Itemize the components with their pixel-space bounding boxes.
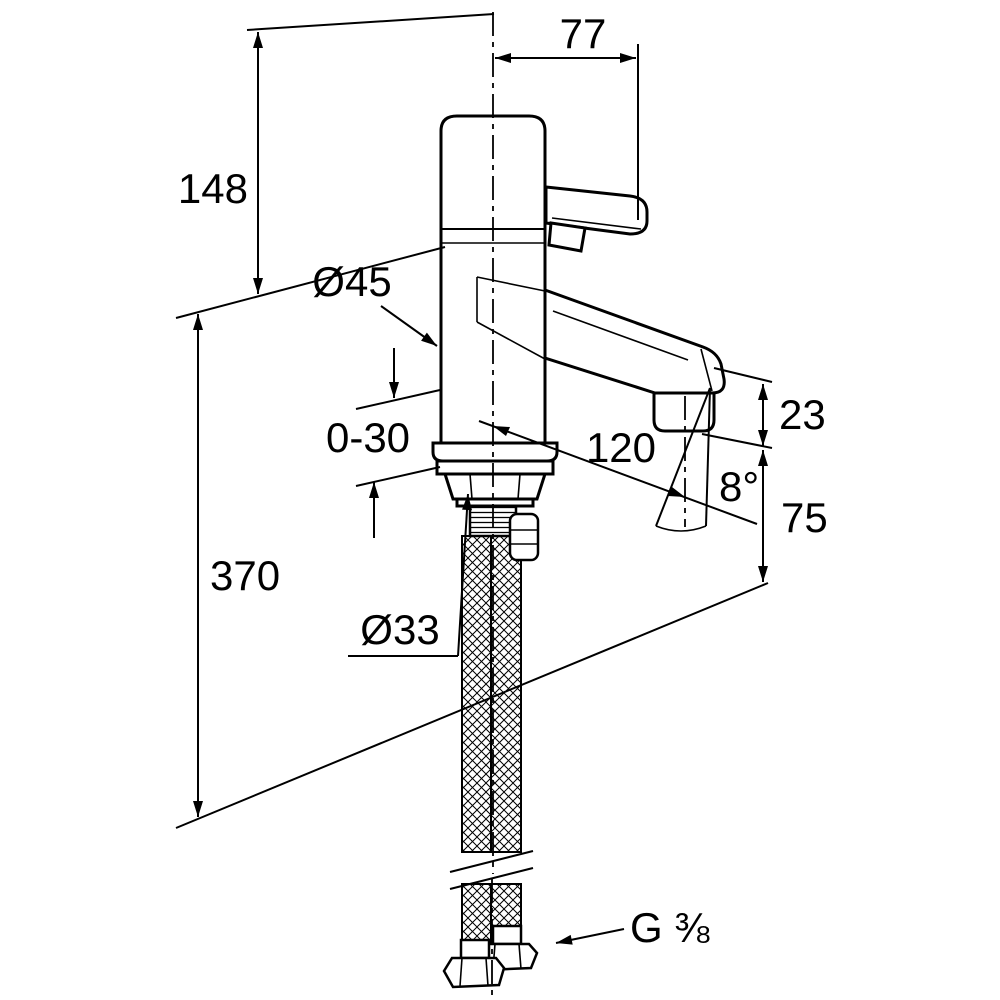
dim-148: 148 — [178, 32, 263, 294]
dim-148-label: 148 — [178, 165, 248, 212]
dim-g38-label: G ⅜ — [630, 904, 710, 951]
dim-45-label: Ø45 — [312, 258, 391, 305]
dim-8deg-label: 8° — [719, 463, 759, 510]
bottom-reference-line — [175, 582, 769, 829]
dim-370-label: 370 — [210, 552, 280, 599]
left-ferrule — [459, 938, 491, 960]
centerlines — [491, 12, 686, 996]
dim-8deg: 8° — [655, 387, 759, 532]
dim-33: Ø33 — [348, 493, 473, 657]
check-valve-fitting — [508, 512, 540, 562]
dim-120-label: 120 — [586, 424, 656, 471]
supply-hoses — [461, 512, 540, 853]
mounting-hardware — [431, 441, 559, 538]
mid-reference-line — [175, 246, 446, 319]
lever-handle — [544, 185, 649, 253]
reference-planes — [175, 13, 769, 829]
dim-370: 370 — [193, 314, 280, 817]
dim-33-label: Ø33 — [360, 606, 439, 653]
dim-0-30: 0-30 — [326, 348, 441, 538]
dim-g38: G ⅜ — [555, 904, 710, 951]
dim-45: Ø45 — [312, 258, 438, 347]
dim-120: 120 — [478, 420, 758, 525]
dim-23-label: 23 — [779, 391, 826, 438]
left-hex-nut — [442, 956, 506, 989]
dim-0-30-label: 0-30 — [326, 414, 410, 461]
right-ferrule — [491, 924, 523, 946]
dim-23: 23 — [701, 367, 826, 449]
dim-77-label: 77 — [560, 10, 607, 57]
dim-75-label: 75 — [781, 494, 828, 541]
dim-77: 77 — [495, 10, 639, 220]
top-reference-line — [246, 13, 495, 31]
spout — [543, 287, 726, 433]
dim-75: 75 — [758, 450, 828, 582]
aerator — [652, 391, 716, 433]
